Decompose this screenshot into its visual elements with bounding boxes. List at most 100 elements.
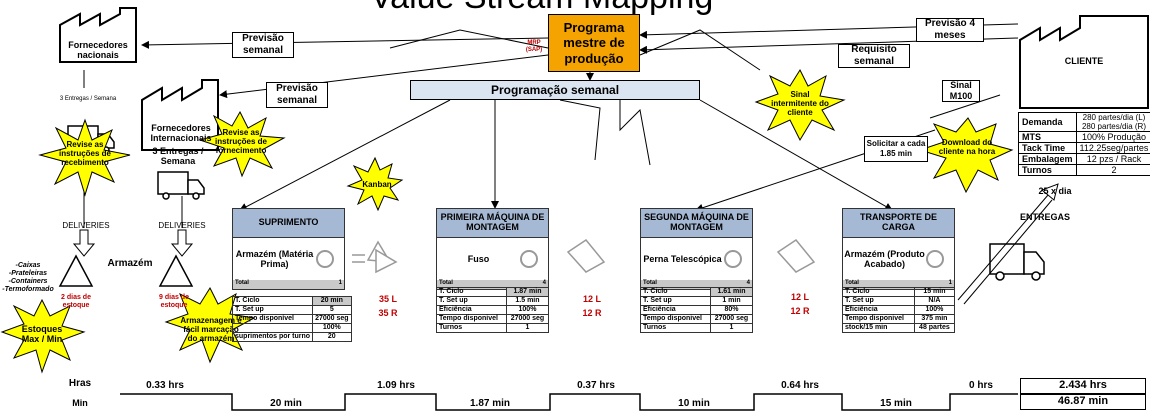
requisito-semanal: Requisito semanal bbox=[838, 44, 910, 68]
process-box-transporte: TRANSPORTE DE CARGA Armazém (Produto Aca… bbox=[842, 208, 955, 290]
armazem-items: -Caixas -Prateleiras -Containers -Termof… bbox=[2, 262, 54, 294]
factory-icon bbox=[59, 7, 1149, 151]
process-body: Fuso bbox=[467, 254, 490, 264]
total-hrs: 2.434 hrs bbox=[1020, 378, 1146, 394]
page-title: Value Stream Mapping bbox=[370, 0, 713, 17]
entregas-nac: 3 Entregas / Semana bbox=[59, 96, 117, 102]
data-value: 1.61 min bbox=[709, 287, 754, 297]
timeline bbox=[120, 393, 1018, 411]
data-key: Tempo disponivel bbox=[640, 314, 711, 324]
process-title: TRANSPORTE DE CARGA bbox=[843, 209, 954, 238]
burst-armazenagem: Armazenagem e fácil marcação do armazém bbox=[180, 316, 242, 344]
push-arrow-icon bbox=[352, 238, 816, 274]
kanban-count-3-l: 12 L bbox=[790, 292, 809, 302]
data-key: T. Ciclo bbox=[640, 287, 711, 297]
burst-revise-fornecimento: Revise as instruções de fornecimento bbox=[214, 128, 267, 156]
sinal-m100: Sinal M100 bbox=[942, 80, 980, 102]
data-value: 1 bbox=[709, 323, 754, 333]
process-box-segunda-maquina: SEGUNDA MÁQUINA DE MONTAGEM Perna Telesc… bbox=[640, 208, 753, 290]
process-total-label: Total bbox=[845, 280, 859, 286]
process-total: 1 bbox=[338, 280, 342, 286]
burst-download: Download do cliente na hora bbox=[938, 138, 996, 157]
process-total-label: Total bbox=[235, 280, 249, 286]
data-value: 1 min bbox=[709, 296, 754, 306]
demand-key: Turnos bbox=[1018, 164, 1077, 176]
data-value: 1 bbox=[505, 323, 550, 333]
demand-key: Demanda bbox=[1018, 112, 1077, 132]
data-key: suprimentos por turno bbox=[231, 332, 314, 342]
inventory-2-label: 9 dias de estoque bbox=[159, 294, 189, 310]
process-title: SUPRIMENTO bbox=[233, 209, 344, 238]
data-key: stock/15 min bbox=[842, 323, 915, 333]
data-value: 15 min bbox=[913, 287, 956, 297]
timeline-lower: 20 min bbox=[270, 398, 302, 409]
previsao-semanal-1: Previsão semanal bbox=[232, 32, 294, 58]
process-total-label: Total bbox=[643, 280, 657, 286]
process-box-suprimento: SUPRIMENTO Armazém (Matéria Prima) Total… bbox=[232, 208, 345, 290]
entregas-int: 3 Entregas / Semana bbox=[152, 146, 204, 167]
timeline-upper: 1.09 hrs bbox=[377, 380, 415, 391]
process-total: 1 bbox=[948, 280, 952, 286]
data-value: 1.87 min bbox=[505, 287, 550, 297]
demand-value: 2 bbox=[1075, 164, 1150, 176]
data-key: Eficiência bbox=[842, 305, 915, 315]
data-key: Turnos bbox=[436, 323, 507, 333]
data-key: Tempo disponivel bbox=[436, 314, 507, 324]
programacao-semanal: Programação semanal bbox=[410, 80, 700, 100]
mrp-label: MRP (SAP) bbox=[525, 40, 543, 53]
fornecedores-internacionais: Fornecedores Internacionais bbox=[150, 123, 212, 144]
data-value: 48 partes bbox=[913, 323, 956, 333]
data-value: 27000 seg bbox=[312, 314, 352, 324]
burst-kanban: Kanban bbox=[362, 180, 392, 189]
data-value: 375 min bbox=[913, 314, 956, 324]
kanban-count-1-l: 35 L bbox=[378, 294, 397, 304]
solicitar-box: Solicitar a cada 1.85 min bbox=[864, 136, 928, 162]
kanban-count-3-r: 12 R bbox=[790, 306, 810, 316]
timeline-hras-label: Hras bbox=[68, 378, 92, 389]
programacao-semanal-label: Programação semanal bbox=[490, 82, 620, 97]
data-value: 20 bbox=[312, 332, 352, 342]
process-title: SEGUNDA MÁQUINA DE MONTAGEM bbox=[641, 209, 752, 238]
pmp-label: Programa mestre de produção bbox=[563, 19, 625, 66]
kanban-count-2: 12 L 12 R bbox=[572, 292, 612, 320]
process-total-label: Total bbox=[439, 280, 453, 286]
data-value: N/A bbox=[913, 296, 956, 306]
data-value: 20 min bbox=[312, 296, 352, 306]
data-key: T. Set up bbox=[842, 296, 915, 306]
timeline-upper: 0.64 hrs bbox=[781, 380, 819, 391]
burst-sinal-intermitente: Sinal intermitente do cliente bbox=[771, 90, 829, 118]
data-key: T. Ciclo bbox=[842, 287, 915, 297]
data-value: 5 bbox=[312, 305, 352, 315]
data-key: T. Ciclo bbox=[436, 287, 507, 297]
kanban-count-2-l: 12 L bbox=[582, 294, 601, 304]
process-body: Armazém (Produto Acabado) bbox=[844, 249, 925, 269]
operator-icon bbox=[520, 250, 538, 268]
fornecedores-nacionais: Fornecedores nacionais bbox=[68, 40, 128, 61]
data-key: T. Set up bbox=[436, 296, 507, 306]
operator-icon bbox=[316, 250, 334, 268]
process-body: Perna Telescópica bbox=[643, 254, 722, 264]
data-key: T. Ciclo bbox=[231, 296, 314, 306]
previsao-semanal-2: Previsão semanal bbox=[266, 82, 328, 108]
deliveries-1: DELIVERIES bbox=[62, 221, 110, 230]
previsao-4-meses: Previsão 4 meses bbox=[916, 18, 984, 42]
kanban-count-1-r: 35 R bbox=[378, 308, 398, 318]
demand-key: Tack Time bbox=[1018, 142, 1077, 154]
pmp-box: Programa mestre de produção bbox=[548, 14, 640, 72]
data-key: T. Set up bbox=[640, 296, 711, 306]
demand-key: MTS bbox=[1018, 131, 1077, 143]
process-total: 4 bbox=[542, 280, 546, 286]
timeline-lower: 15 min bbox=[880, 398, 912, 409]
demand-value: 12 pzs / Rack bbox=[1075, 153, 1150, 165]
process-title: PRIMEIRA MÁQUINA DE MONTAGEM bbox=[437, 209, 548, 238]
armazem-label: Armazém bbox=[107, 258, 153, 269]
entregas-cliente: ENTREGAS bbox=[1019, 212, 1070, 222]
data-value: 100% bbox=[505, 305, 550, 315]
deliveries-2: DELIVERIES bbox=[158, 221, 206, 230]
inventory-1-label: 2 dias de estoque bbox=[61, 294, 91, 310]
